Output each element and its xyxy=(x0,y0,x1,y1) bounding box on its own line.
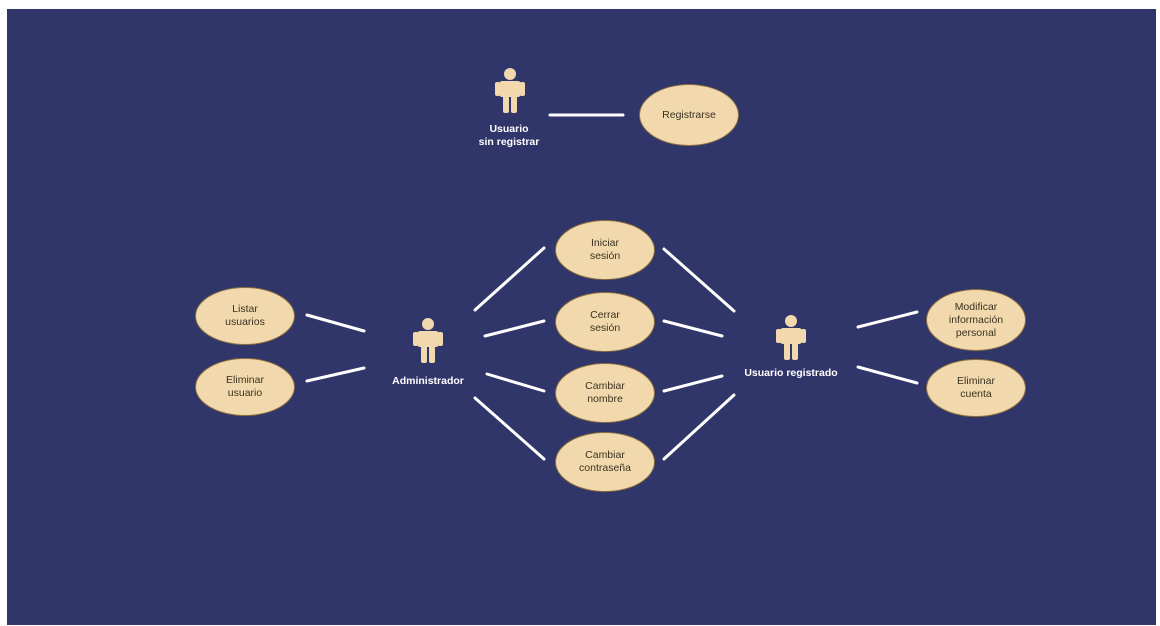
usecase-list-users[interactable]: Listar usuarios xyxy=(195,287,295,345)
use-case-diagram: Usuario sin registrar Administrador Usua… xyxy=(7,9,1156,625)
connector-registered-change-password xyxy=(662,393,736,461)
usecase-change-password[interactable]: Cambiar contraseña xyxy=(555,432,655,492)
connector-admin-logout xyxy=(483,319,546,338)
actor-label-admin: Administrador xyxy=(392,375,464,387)
person-icon xyxy=(413,318,443,363)
actor-label-unregistered: Usuario sin registrar xyxy=(478,123,540,148)
usecase-register[interactable]: Registrarse xyxy=(639,84,739,146)
connector-admin-list-users xyxy=(305,313,366,333)
connector-lines xyxy=(305,113,919,461)
connector-registered-login xyxy=(662,247,736,313)
connector-admin-login xyxy=(473,246,546,312)
person-icon xyxy=(495,68,525,113)
person-icon xyxy=(776,315,806,360)
connector-registered-modify-info xyxy=(856,310,919,329)
actor-label-registered: Usuario registrado xyxy=(744,367,838,379)
connector-registered-change-name xyxy=(662,374,724,393)
usecase-logout[interactable]: Cerrar sesión xyxy=(555,292,655,352)
usecase-login[interactable]: Iniciar sesión xyxy=(555,220,655,280)
connector-registered-delete-account xyxy=(856,365,919,385)
connector-admin-delete-user xyxy=(305,366,366,383)
connector-admin-change-name xyxy=(485,372,546,393)
connector-admin-change-password xyxy=(473,396,546,461)
usecase-change-name[interactable]: Cambiar nombre xyxy=(555,363,655,423)
connector-registered-logout xyxy=(662,319,724,338)
usecase-delete-account[interactable]: Eliminar cuenta xyxy=(926,359,1026,417)
usecase-delete-user[interactable]: Eliminar usuario xyxy=(195,358,295,416)
usecase-modify-info[interactable]: Modificar información personal xyxy=(926,289,1026,351)
